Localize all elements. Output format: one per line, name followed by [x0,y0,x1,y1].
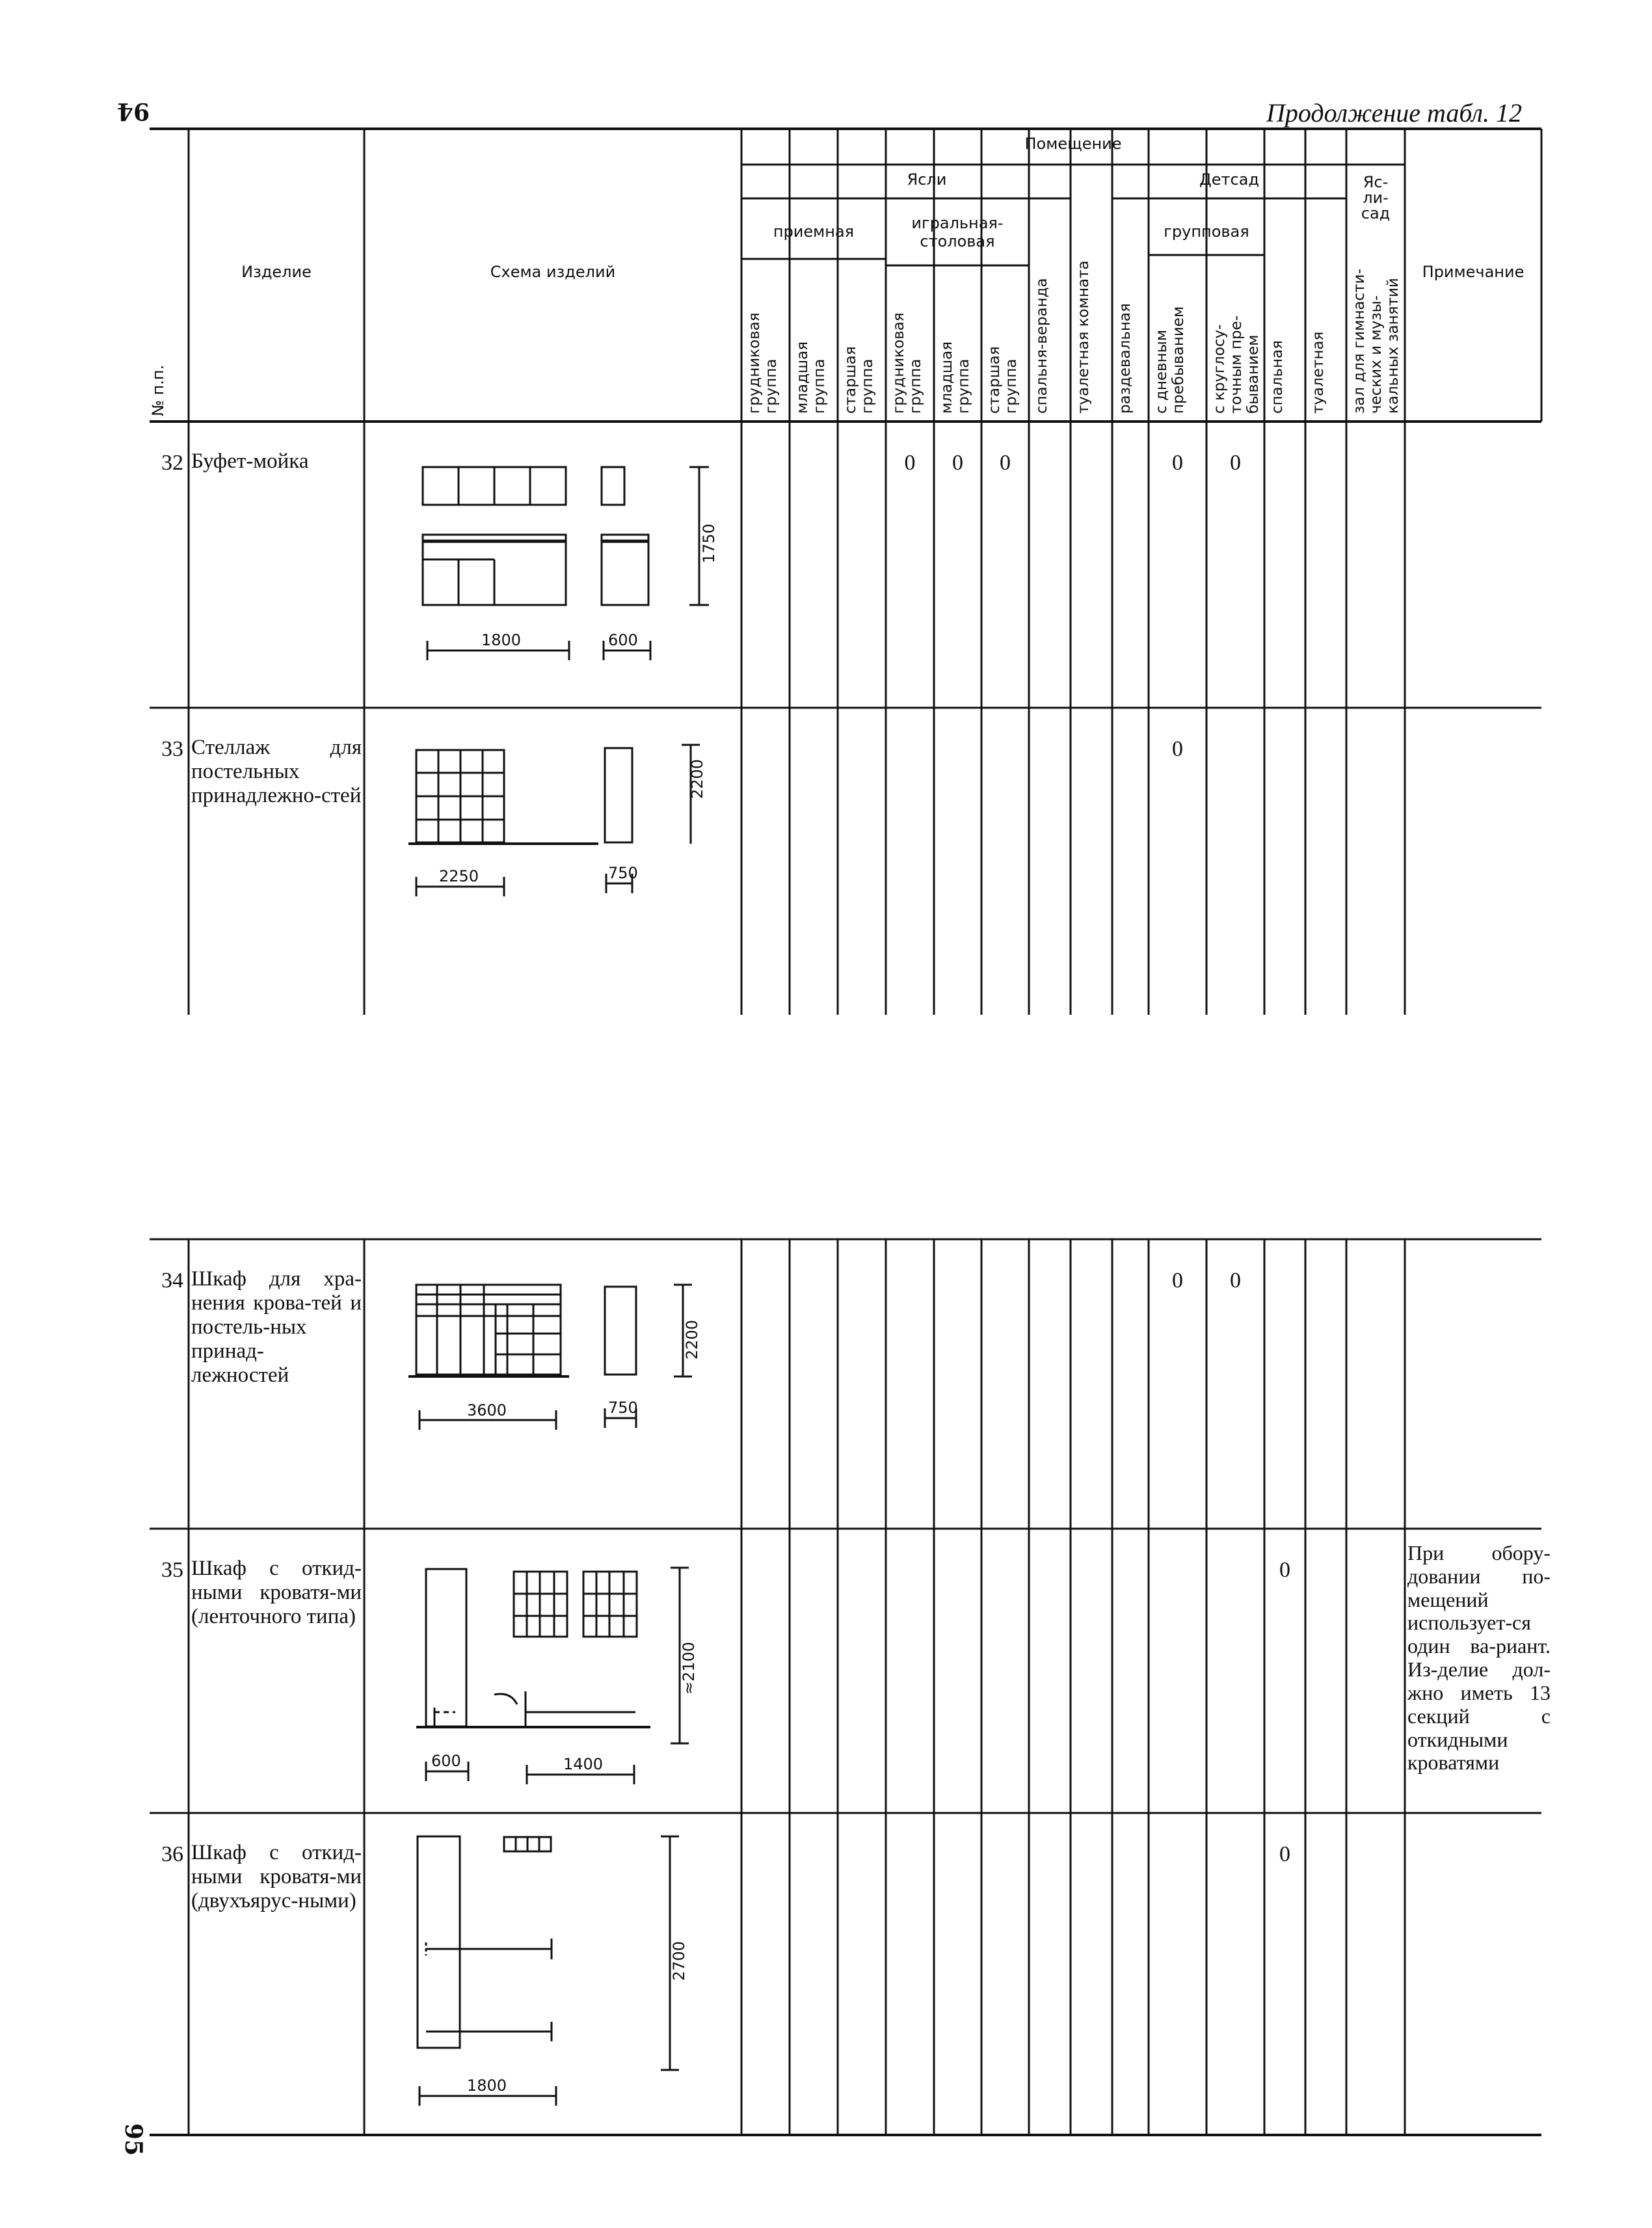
dim-32-width: 1800 [481,631,521,649]
room-mark: 0 [1230,1268,1241,1293]
row-number: 33 [161,737,183,761]
header-priemnaya: приемная [773,222,855,241]
room-mark: 0 [1172,737,1183,761]
header-yasli: Ясли [907,170,947,189]
header-note: Примечание [1422,263,1525,281]
room-mark: 0 [1172,451,1183,475]
item-name: Стеллаж для постельных принадлежно-стей [191,736,362,807]
dim-35-width: 1400 [563,1755,603,1773]
dim-32-height: 1750 [700,524,718,563]
scheme-row-33 [408,744,700,896]
header-scheme: Схема изделий [490,263,616,281]
header-room: Помещение [1024,135,1122,153]
header-gruppovaya: групповая [1164,222,1249,241]
dim-36-width: 1800 [467,2076,507,2095]
dim-33-height: 2200 [688,759,706,799]
scheme-row-32 [421,466,709,660]
row-number: 34 [161,1268,183,1293]
scheme-row-35 [416,1566,689,1784]
room-mark: 0 [1230,451,1241,475]
dim-34-height: 2200 [683,1320,701,1360]
room-mark: 0 [1172,1268,1183,1293]
row-note: При обору-довании по-мещений использует-… [1407,1541,1551,1775]
header-item: Изделие [241,263,312,281]
room-mark: 0 [1279,1842,1290,1866]
scheme-row-34 [408,1283,692,1430]
dim-34-depth: 750 [608,1399,638,1417]
room-mark: 0 [952,451,963,475]
dim-32-depth: 600 [608,631,638,649]
row-number: 32 [161,451,183,475]
dim-33-width: 2250 [439,867,479,885]
room-mark: 0 [1000,451,1011,475]
dim-35-height: ≈2100 [680,1642,698,1695]
item-name: Буфет-мойка [191,450,309,473]
item-name: Шкаф с откид-ными кроватя-ми (ленточного… [191,1557,362,1628]
item-name: Шкаф с откид-ными кроватя-ми (двухъярус-… [191,1841,362,1913]
dim-34-width: 3600 [467,1401,507,1419]
dim-36-height: 2700 [670,1941,688,1981]
dim-35-depth: 600 [431,1752,461,1770]
scheme-row-36 [416,1835,679,2106]
header-yasli-sad: Яс- ли- сад [1361,173,1391,222]
item-name: Шкаф для хра-нения крова-тей и постель-н… [191,1267,362,1387]
continuation-title: Продолжение табл. 12 [1266,98,1522,128]
room-mark: 0 [904,451,916,475]
header-detsad: Детсад [1199,170,1259,189]
header-igralnaya: игральная- столовая [911,214,1004,250]
row-number: 35 [161,1558,183,1582]
row-number: 36 [161,1842,183,1866]
dim-33-depth: 750 [608,864,638,882]
room-mark: 0 [1279,1558,1290,1582]
